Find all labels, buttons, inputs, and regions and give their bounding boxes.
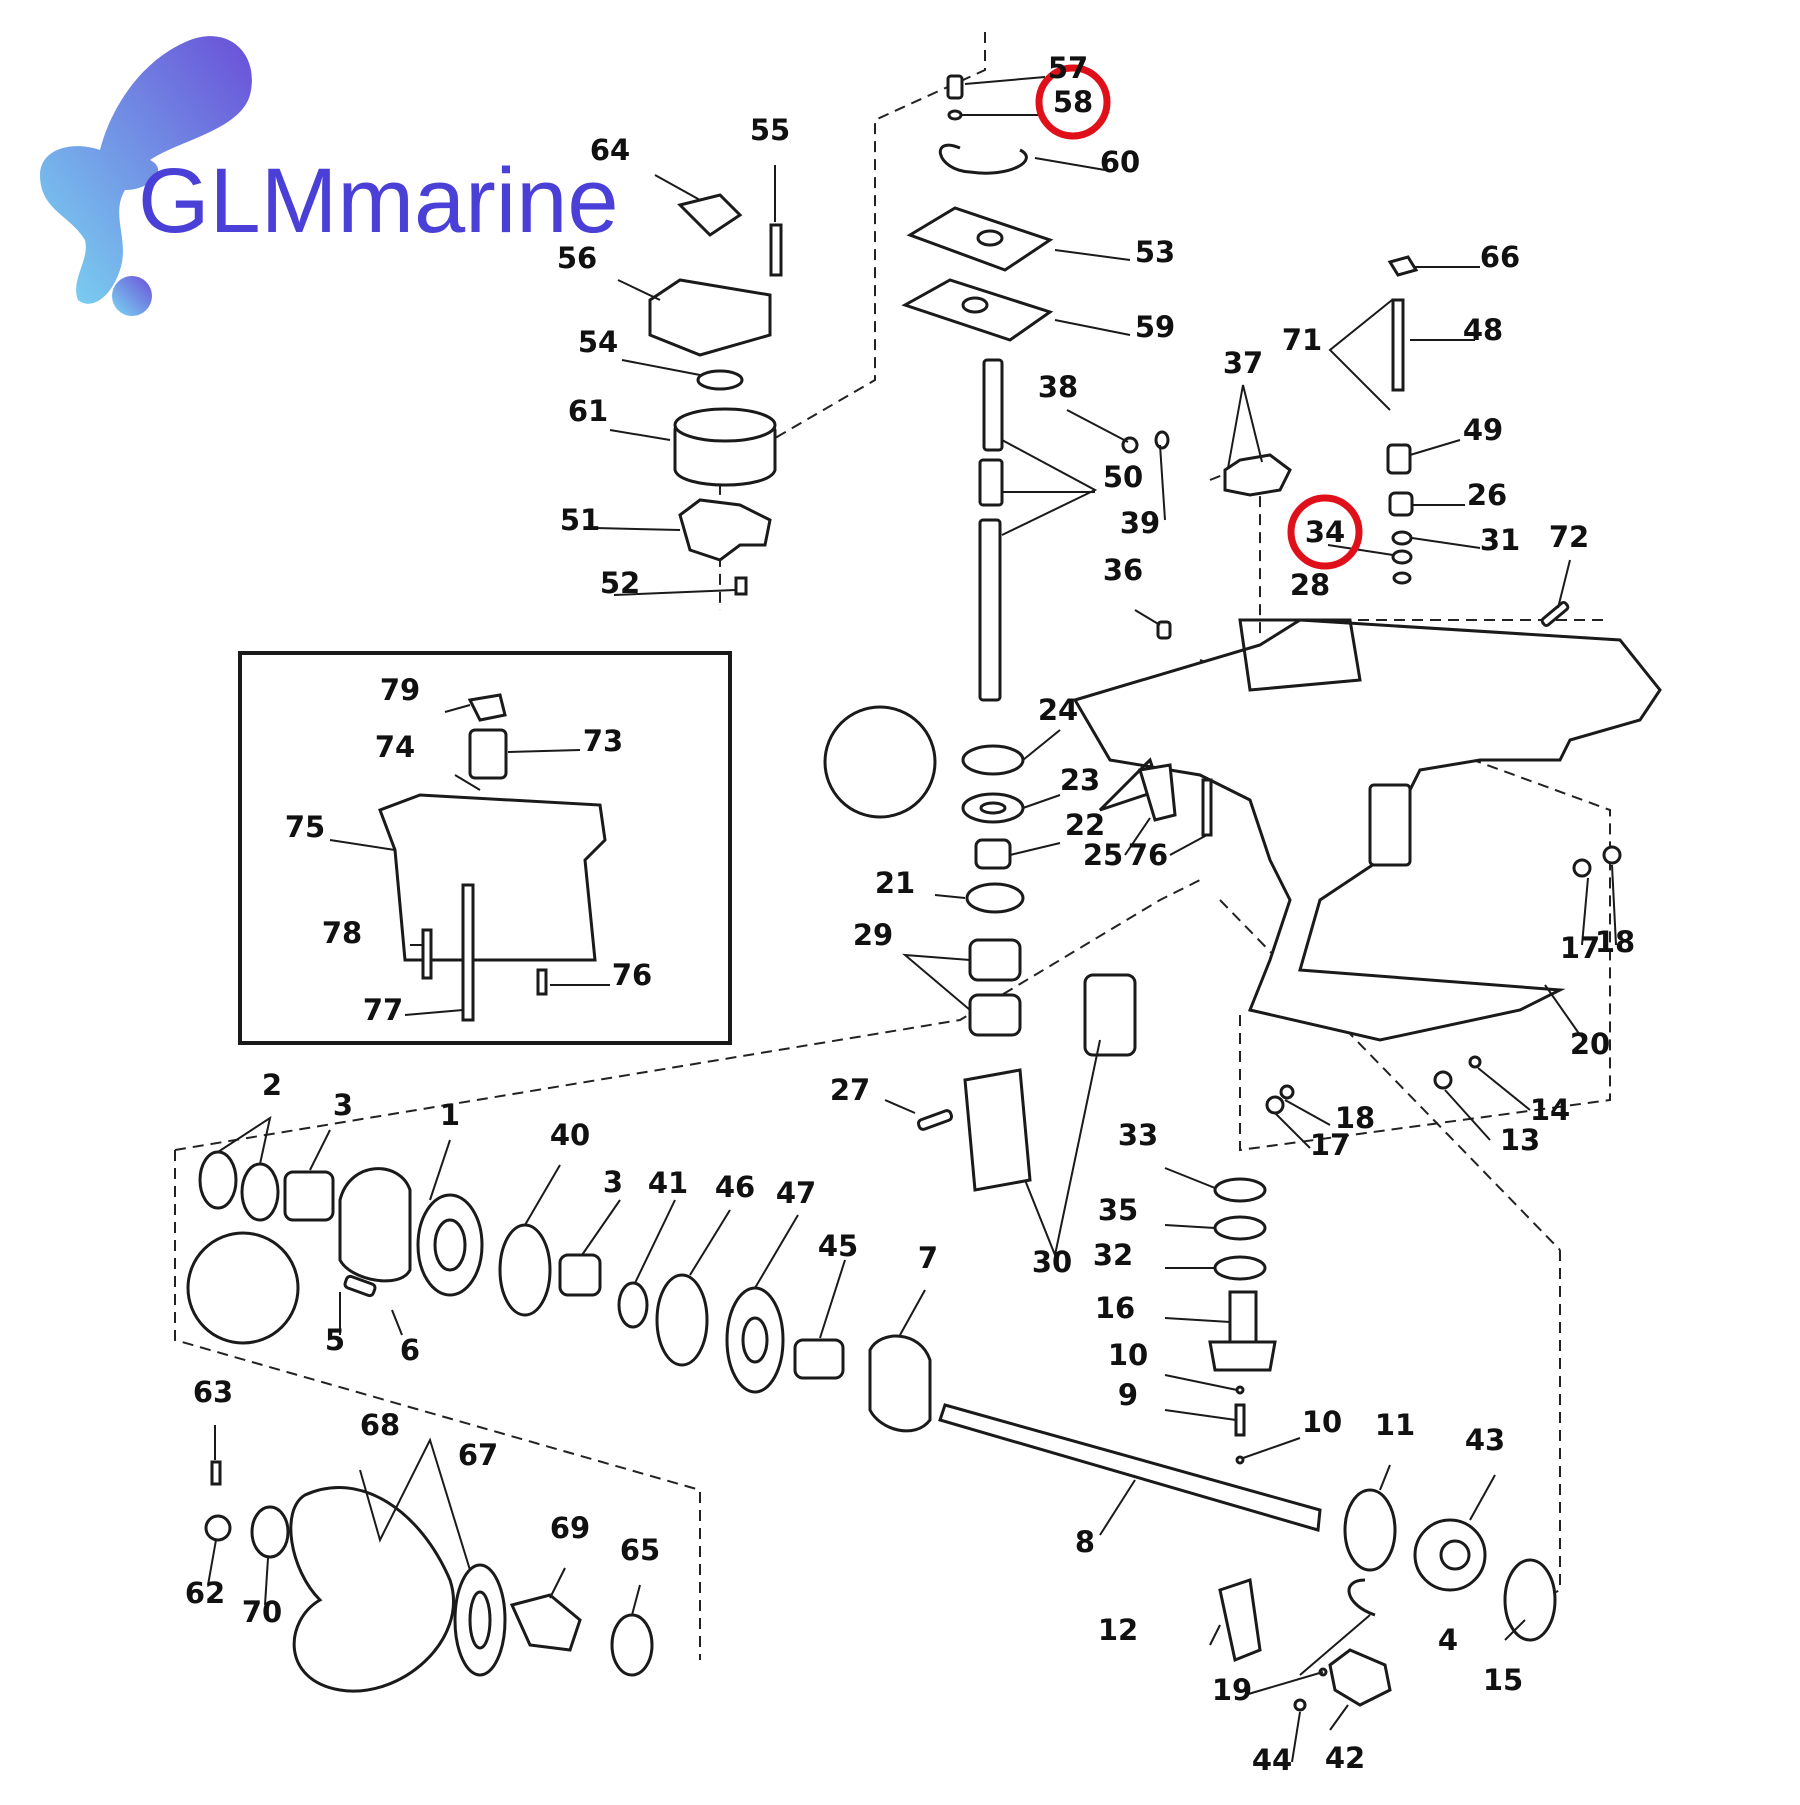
part-callout-36: 36 [1103, 553, 1143, 587]
highlight-markers [1035, 64, 1363, 570]
part-callout-73: 73 [583, 724, 623, 758]
part-callout-3: 3 [333, 1088, 353, 1122]
brand-name: GLMmarine [138, 150, 619, 252]
part-callout-16: 16 [1095, 1291, 1135, 1325]
part-callout-76: 76 [612, 958, 652, 992]
part-callout-59: 59 [1135, 310, 1175, 344]
part-callout-43: 43 [1465, 1423, 1505, 1457]
part-callout-76: 76 [1128, 838, 1168, 872]
part-callout-58: 58 [1053, 85, 1093, 119]
part-callout-75: 75 [285, 810, 325, 844]
part-callout-32: 32 [1093, 1238, 1133, 1272]
part-callout-71: 71 [1282, 323, 1322, 357]
part-callout-60: 60 [1100, 145, 1140, 179]
part-callout-18: 18 [1335, 1101, 1375, 1135]
part-callout-46: 46 [715, 1170, 755, 1204]
part-callout-54: 54 [578, 325, 618, 359]
part-callout-69: 69 [550, 1511, 590, 1545]
part-callout-18: 18 [1595, 925, 1635, 959]
logo-splash-icon [40, 36, 252, 304]
part-callout-30: 30 [1032, 1245, 1072, 1279]
part-callout-52: 52 [600, 566, 640, 600]
part-callout-33: 33 [1118, 1118, 1158, 1152]
part-callout-41: 41 [648, 1166, 688, 1200]
parts-line-art [186, 74, 1662, 1712]
part-callout-45: 45 [818, 1229, 858, 1263]
part-callout-77: 77 [363, 993, 403, 1027]
part-callout-29: 29 [853, 918, 893, 952]
part-callout-10: 10 [1108, 1338, 1148, 1372]
part-callout-26: 26 [1467, 478, 1507, 512]
part-callout-66: 66 [1480, 240, 1520, 274]
part-callout-25: 25 [1083, 838, 1123, 872]
part-callout-48: 48 [1463, 313, 1503, 347]
part-callout-39: 39 [1120, 506, 1160, 540]
part-callout-5: 5 [325, 1323, 345, 1357]
part-callout-57: 57 [1048, 51, 1088, 85]
part-callout-2: 2 [262, 1068, 282, 1102]
part-callout-34: 34 [1305, 515, 1345, 549]
part-callout-74: 74 [375, 730, 415, 764]
leader-lines [207, 76, 1617, 1763]
part-callout-22: 22 [1065, 808, 1105, 842]
part-callout-44: 44 [1252, 1743, 1292, 1777]
part-callout-13: 13 [1500, 1123, 1540, 1157]
part-callout-61: 61 [568, 394, 608, 428]
part-callout-64: 64 [590, 133, 630, 167]
part-callout-17: 17 [1310, 1128, 1350, 1162]
part-callout-1: 1 [440, 1098, 460, 1132]
part-callout-40: 40 [550, 1118, 590, 1152]
part-callout-55: 55 [750, 113, 790, 147]
part-callout-63: 63 [193, 1375, 233, 1409]
part-callout-21: 21 [875, 866, 915, 900]
part-callout-10: 10 [1302, 1405, 1342, 1439]
part-callout-9: 9 [1118, 1378, 1138, 1412]
part-callout-42: 42 [1325, 1741, 1365, 1775]
part-callout-70: 70 [242, 1595, 282, 1629]
highlight-ring-58 [1035, 64, 1111, 140]
part-callout-65: 65 [620, 1533, 660, 1567]
part-callout-47: 47 [776, 1176, 816, 1210]
part-callout-68: 68 [360, 1408, 400, 1442]
part-callout-11: 11 [1375, 1408, 1415, 1442]
part-callout-12: 12 [1098, 1613, 1138, 1647]
part-callout-4: 4 [1438, 1623, 1458, 1657]
highlight-ring-34 [1287, 494, 1363, 570]
part-callout-17: 17 [1560, 931, 1600, 965]
part-callout-3: 3 [603, 1165, 623, 1199]
glmmarine-logo: GLMmarine [40, 36, 619, 316]
part-callout-72: 72 [1549, 520, 1589, 554]
part-callout-19: 19 [1212, 1673, 1252, 1707]
part-callout-28: 28 [1290, 568, 1330, 602]
part-callout-79: 79 [380, 673, 420, 707]
part-callout-6: 6 [400, 1333, 420, 1367]
part-callout-67: 67 [458, 1438, 498, 1472]
part-callout-20: 20 [1570, 1027, 1610, 1061]
part-callout-14: 14 [1530, 1093, 1570, 1127]
part-callout-37: 37 [1223, 346, 1263, 380]
part-callout-38: 38 [1038, 370, 1078, 404]
part-callout-62: 62 [185, 1576, 225, 1610]
part-callout-8: 8 [1075, 1525, 1095, 1559]
part-callout-51: 51 [560, 503, 600, 537]
part-callout-78: 78 [322, 916, 362, 950]
part-callout-49: 49 [1463, 413, 1503, 447]
part-callout-31: 31 [1480, 523, 1520, 557]
part-callout-53: 53 [1135, 235, 1175, 269]
logo-drop-icon [112, 276, 152, 316]
part-callout-56: 56 [557, 241, 597, 275]
part-callout-23: 23 [1060, 763, 1100, 797]
part-callout-27: 27 [830, 1073, 870, 1107]
part-callout-24: 24 [1038, 693, 1078, 727]
part-callout-50: 50 [1103, 460, 1143, 494]
part-callout-35: 35 [1098, 1193, 1138, 1227]
part-callout-7: 7 [918, 1241, 938, 1275]
part-callout-15: 15 [1483, 1663, 1523, 1697]
